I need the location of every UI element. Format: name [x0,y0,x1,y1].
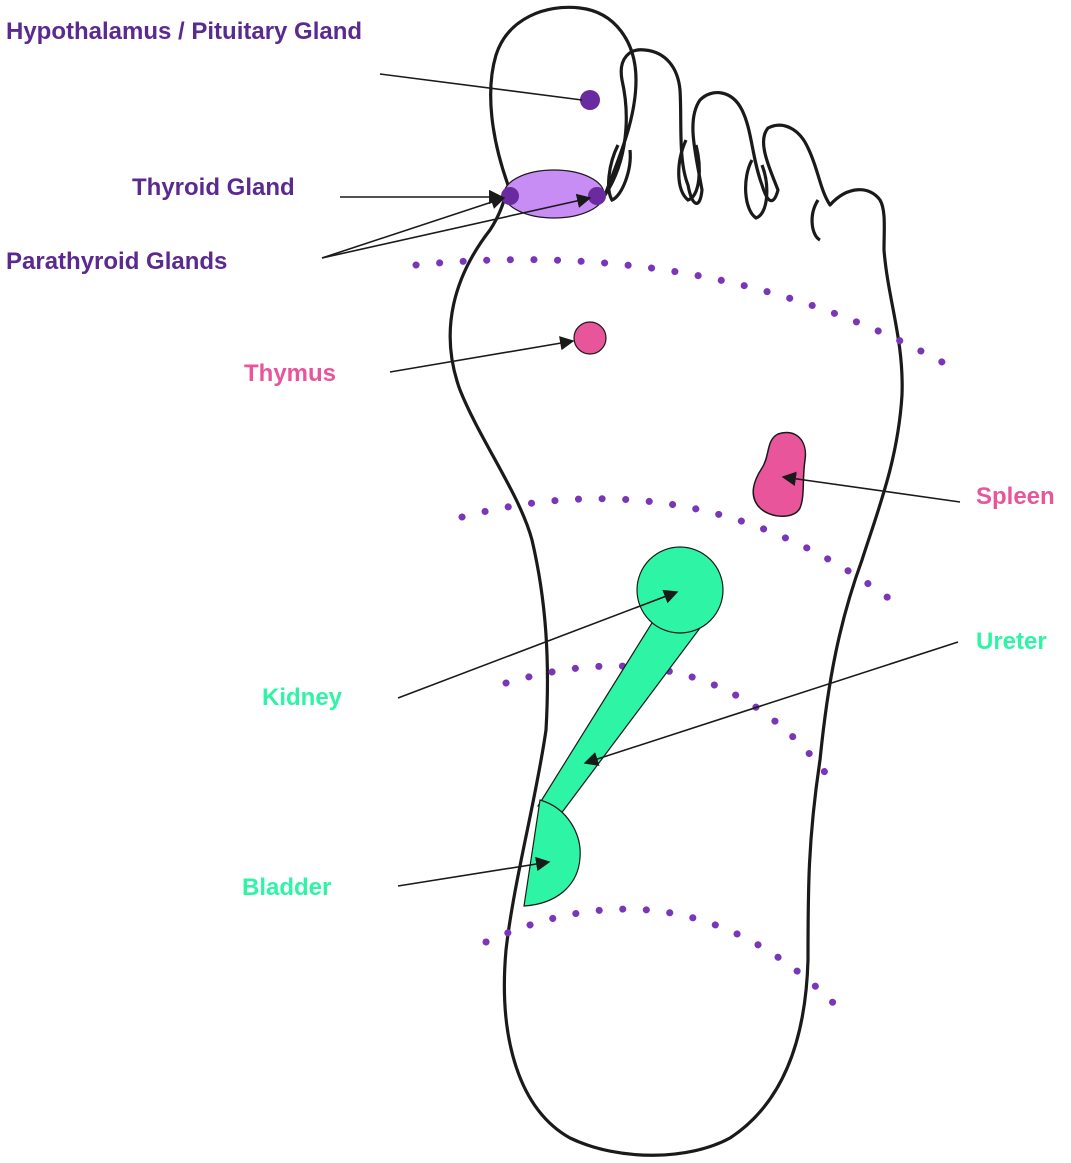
label-kidney: Kidney [262,684,342,712]
label-spleen: Spleen [976,483,1055,511]
kidney-shape-icon [637,547,723,633]
parathyroid-marker-icon [588,187,606,205]
label-bladder: Bladder [242,874,331,902]
parathyroid-marker-icon [501,187,519,205]
label-parathyroid-glands: Parathyroid Glands [6,248,227,276]
thymus-marker-icon [574,322,606,354]
label-ureter: Ureter [976,628,1047,656]
label-hypothalamus: Hypothalamus / Pituitary Gland [6,18,362,46]
label-thyroid-gland: Thyroid Gland [132,174,295,202]
hypothalamus-marker-icon [580,90,600,110]
label-thymus: Thymus [244,360,336,388]
